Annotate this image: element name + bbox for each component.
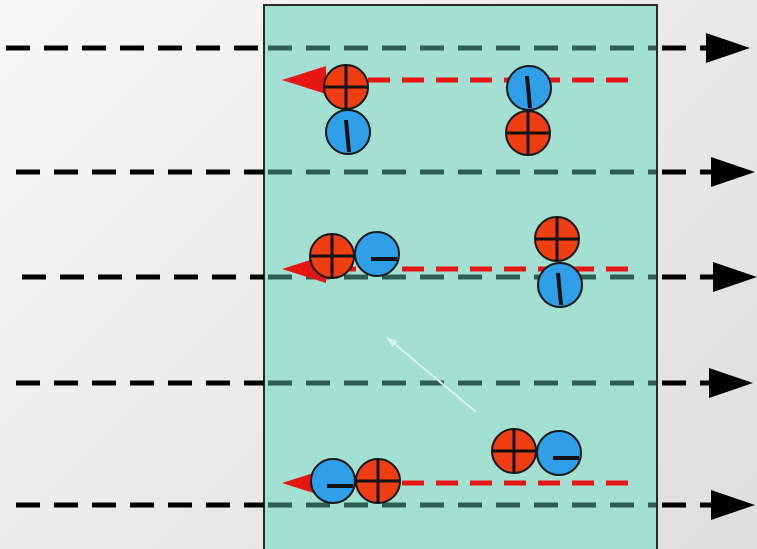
faint-arrow: [386, 337, 477, 413]
negative-charge-icon: [536, 430, 582, 476]
field-arrowhead-icon: [709, 368, 753, 398]
negative-charge-icon: [310, 458, 356, 504]
dipole: [323, 64, 371, 155]
field-arrowhead-icon: [713, 262, 757, 292]
field-line: [16, 490, 755, 520]
dipole: [309, 231, 400, 279]
field-arrowhead-icon: [711, 490, 755, 520]
negative-charge-icon: [506, 65, 552, 111]
positive-charge-icon: [491, 428, 537, 474]
dipole: [491, 428, 582, 476]
negative-charge-icon: [325, 109, 371, 155]
positive-charge-icon: [309, 233, 355, 279]
positive-charge-icon: [534, 216, 580, 262]
dipole: [505, 65, 552, 156]
dipoles: [309, 64, 583, 504]
dipole: [534, 216, 583, 308]
field-arrowhead-icon: [711, 157, 755, 187]
field-line: [6, 33, 750, 63]
dipole: [310, 458, 401, 504]
field-line: [22, 262, 757, 292]
internal-field-arrow: [282, 66, 628, 94]
negative-charge-icon: [354, 231, 400, 277]
field-line: [16, 368, 753, 398]
field-arrowhead-icon: [706, 33, 750, 63]
positive-charge-icon: [323, 64, 369, 110]
negative-charge-icon: [537, 262, 583, 308]
positive-charge-icon: [505, 110, 551, 156]
field-line: [16, 157, 755, 187]
positive-charge-icon: [355, 458, 401, 504]
external-field-lines: [6, 33, 757, 520]
internal-arrowhead-icon: [282, 66, 326, 94]
